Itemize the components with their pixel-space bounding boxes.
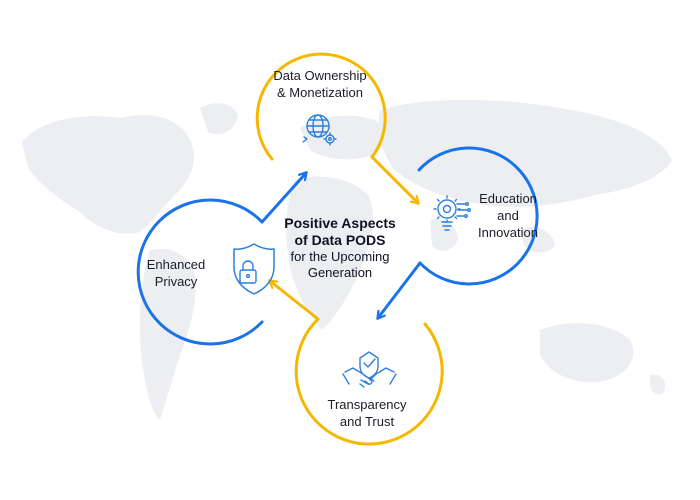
center-title-line1: Positive Aspects <box>284 215 396 231</box>
node-education-line3: Innovation <box>478 225 538 240</box>
node-transparency: Transparency and Trust <box>328 396 407 430</box>
ring-ownership <box>255 52 387 161</box>
ring-transparency <box>294 317 444 446</box>
globe-gear-icon <box>302 114 337 146</box>
node-ownership-line1: Data Ownership <box>273 68 367 83</box>
ring-education <box>417 146 539 286</box>
node-ownership: Data Ownership & Monetization <box>273 67 366 101</box>
lightbulb-gear-icon <box>433 195 472 231</box>
arrow-transparency-to-privacy <box>270 281 320 321</box>
handshake-check-icon <box>342 351 397 388</box>
arrow-ownership-to-education <box>370 155 418 203</box>
center-title: Positive Aspects of Data PODS for the Up… <box>284 215 396 281</box>
node-education-line1: Education <box>479 191 537 206</box>
center-subtitle-line2: Generation <box>307 265 373 280</box>
center-title-line2: of Data PODS <box>294 232 386 248</box>
node-transparency-line1: Transparency <box>327 397 407 412</box>
center-subtitle-line1: for the Upcoming <box>290 249 390 264</box>
node-privacy-line1: Enhanced <box>146 257 206 272</box>
node-privacy-line2: Privacy <box>154 274 198 289</box>
node-education: Education and Innovation <box>478 190 538 241</box>
shield-lock-icon <box>233 243 275 295</box>
node-ownership-line2: & Monetization <box>277 85 363 100</box>
node-privacy: Enhanced Privacy <box>147 256 206 290</box>
arrow-education-to-transparency <box>378 261 422 318</box>
ring-privacy <box>136 198 264 346</box>
arrow-privacy-to-ownership <box>260 173 306 224</box>
node-transparency-line2: and Trust <box>339 414 395 429</box>
node-education-line2: and <box>497 208 519 223</box>
